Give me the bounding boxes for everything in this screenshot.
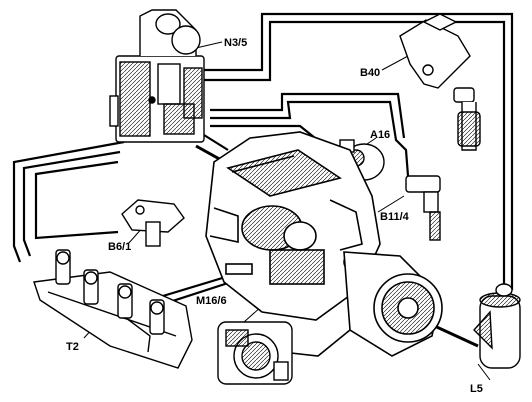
throttle-body-m16-6	[217, 321, 293, 385]
transmission	[281, 251, 443, 357]
label-m16-6: M16/6	[196, 295, 227, 307]
label-b11-4: B11/4	[380, 211, 410, 223]
sensor-b6-1	[121, 199, 185, 247]
label-a16: A16	[370, 129, 390, 141]
label-t2: T2	[66, 341, 79, 353]
control-unit-n3-5	[109, 9, 205, 143]
label-l5: L5	[470, 383, 483, 395]
ignition-coils-t2	[33, 249, 193, 369]
label-b40: B40	[360, 67, 380, 79]
engine-block	[205, 131, 381, 321]
label-n3-5: N3/5	[224, 37, 247, 49]
sensor-b11-4	[405, 175, 441, 241]
sensor-l5	[473, 283, 521, 369]
sensor-b40	[399, 13, 481, 151]
label-b6-1: B6/1	[108, 241, 131, 253]
